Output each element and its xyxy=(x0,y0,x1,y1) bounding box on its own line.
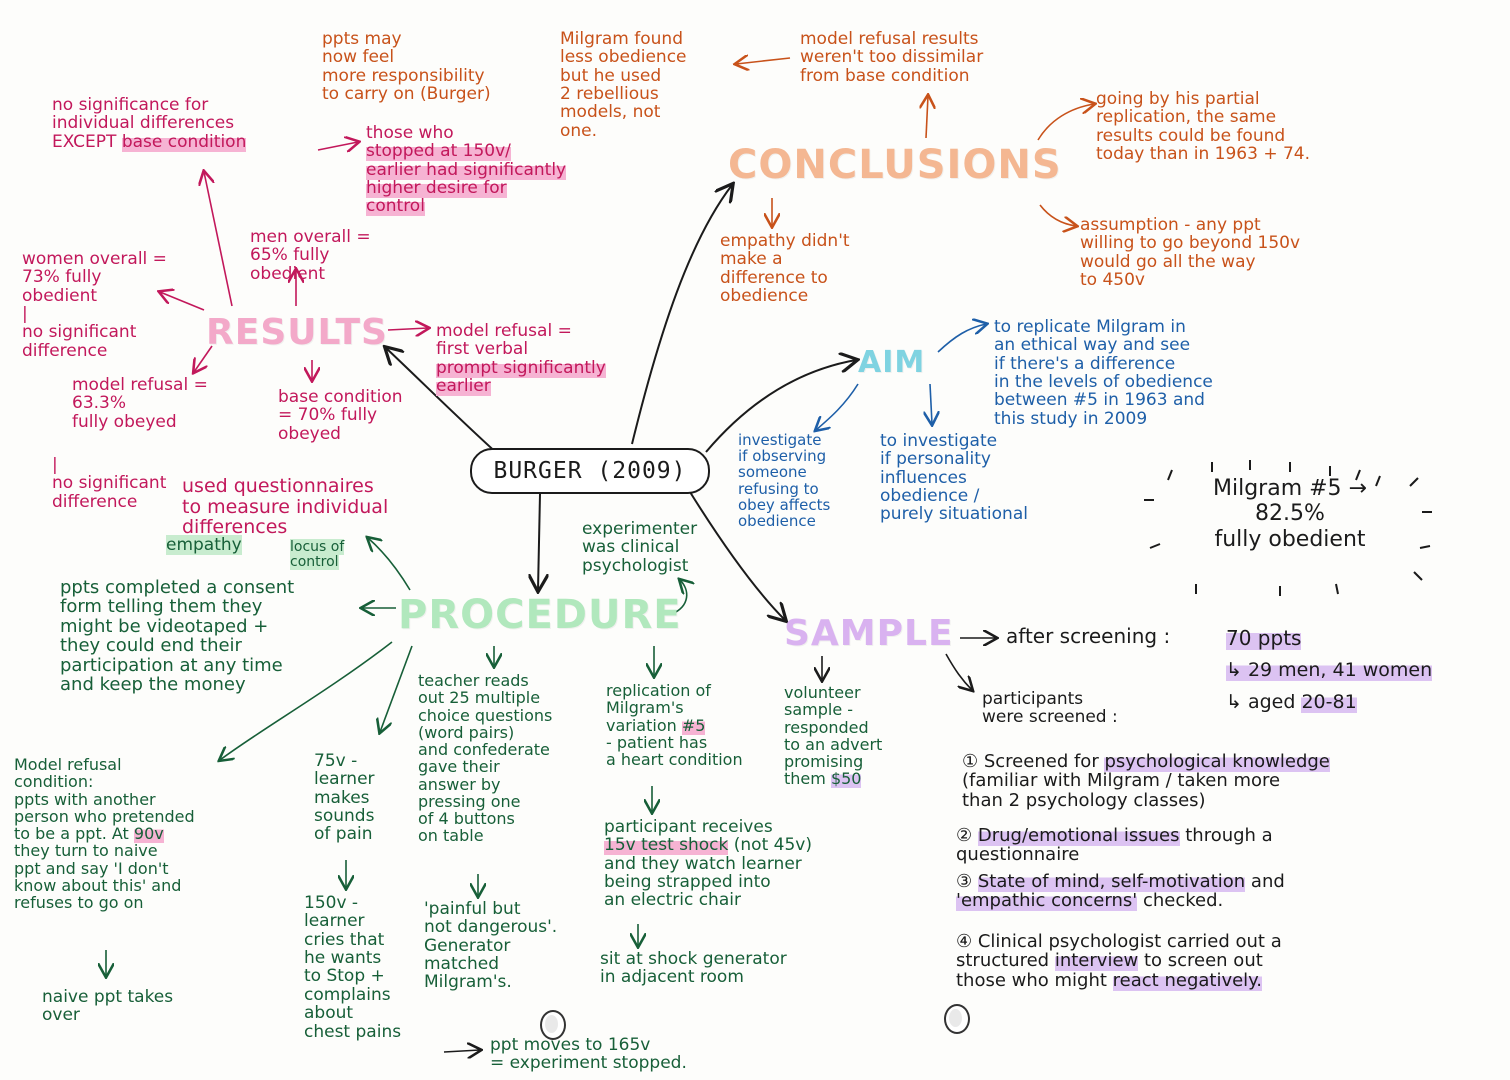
results-stopped-early-note: those who stopped at 150v/ earlier had s… xyxy=(366,123,567,217)
results-model-refusal-obeyed-note: model refusal = 63.3% fully obeyed xyxy=(72,375,208,432)
procedure-painful-generator-note: 'painful but not dangerous'. Generator m… xyxy=(424,899,558,993)
conclusion-responsibility-note: ppts may now feel more responsibility to… xyxy=(322,29,491,105)
proc-arrow-75v xyxy=(380,645,413,732)
procedure-heading: PROCEDURE xyxy=(398,592,682,638)
conclusion-assumption-note: assumption - any ppt willing to go beyon… xyxy=(1080,215,1301,291)
results-men-note: men overall = 65% fully obedient xyxy=(250,227,371,284)
sample-age-range: ↳ aged 20-81 xyxy=(1226,691,1357,713)
aim-observe-refusing-note: investigate if observing someone refusin… xyxy=(738,431,831,530)
sample-screening-step-3: ③ State of mind, self-motivation and 'em… xyxy=(956,871,1285,912)
results-first-verbal-prompt-note: model refusal = first verbal prompt sign… xyxy=(436,321,606,397)
results-arrow-nosig xyxy=(204,172,233,307)
procedure-75v-note: 75v - learner makes sounds of pain xyxy=(314,751,375,845)
procedure-shock-generator-note: sit at shock generator in adjacent room xyxy=(600,949,787,988)
sample-participants-screened-label: participants were screened : xyxy=(982,689,1118,728)
results-questionnaires-note: used questionnaires to measure individua… xyxy=(182,475,389,539)
results-no-significant-difference-note: | no significant difference xyxy=(52,455,167,512)
sample-screening-step-2: ② Drug/emotional issues through a questi… xyxy=(956,825,1273,866)
sample-volunteer-note: volunteer sample - responded to an adver… xyxy=(784,683,883,789)
results-arrow-model-first xyxy=(387,328,428,330)
results-arrow-stopped xyxy=(317,142,358,150)
punch-hole-right xyxy=(944,1004,970,1034)
proc-arrow-stopped xyxy=(443,1050,480,1052)
results-base-condition-note: base condition = 70% fully obeyed xyxy=(278,387,403,444)
aim-personality-note: to investigate if personality influences… xyxy=(880,431,1028,525)
procedure-experiment-stopped-note: ppt moves to 165v = experiment stopped. xyxy=(490,1035,687,1074)
conclusion-partial-replication-note: going by his partial replication, the sa… xyxy=(1096,89,1311,165)
procedure-teacher-reads-note: teacher reads out 25 multiple choice que… xyxy=(418,671,553,846)
conclusion-model-refusal-note: model refusal results weren't too dissim… xyxy=(800,29,984,86)
procedure-naive-takes-over-note: naive ppt takes over xyxy=(42,987,174,1026)
central-topic-node: BURGER (2009) xyxy=(470,448,710,494)
conclusions-arrow-partial xyxy=(1037,104,1094,141)
results-heading: RESULTS xyxy=(206,312,388,353)
sample-after-screening-label: after screening : xyxy=(1006,624,1171,648)
proc-arrow-questionnaire xyxy=(368,538,411,591)
procedure-participant-receives-note: participant receives 15v test shock (not… xyxy=(604,817,812,911)
sample-arrow-screened xyxy=(945,653,972,690)
branch-to-procedure xyxy=(538,493,540,590)
branch-to-conclusions xyxy=(631,185,732,445)
conclusions-arrow-assumption xyxy=(1039,204,1076,226)
procedure-replication-note: replication of Milgram's variation #5 - … xyxy=(606,681,743,770)
procedure-model-refusal-note: Model refusal condition: ppts with anoth… xyxy=(14,755,195,913)
sample-ppts-count: 70 ppts xyxy=(1226,626,1302,650)
sample-screening-step-4: ④ Clinical psychologist carried out a st… xyxy=(956,931,1282,991)
milgram-comparison-note: Milgram #5 → 82.5% fully obedient xyxy=(1213,476,1367,552)
sample-heading: SAMPLE xyxy=(784,613,954,654)
procedure-150v-note: 150v - learner cries that he wants to St… xyxy=(304,893,402,1042)
punch-hole-left xyxy=(540,1010,566,1040)
procedure-clinical-psychologist-note: experimenter was clinical psychologist xyxy=(582,519,698,576)
conclusion-empathy-note: empathy didn't make a difference to obed… xyxy=(720,231,850,307)
aim-heading: AIM xyxy=(858,345,926,380)
sample-screening-step-1: ① Screened for psychological knowledge (… xyxy=(962,751,1330,811)
conclusion-milgram-less-obedience-note: Milgram found less obedience but he used… xyxy=(560,29,687,141)
aim-arrow-observe xyxy=(816,383,859,430)
results-empathy-label: empathy xyxy=(166,535,242,555)
conclusions-arrow-milgram xyxy=(736,58,791,64)
results-women-note: women overall = 73% fully obedient | no … xyxy=(22,249,167,361)
results-no-significance-note: no significance for individual differenc… xyxy=(52,95,247,152)
aim-main-note: to replicate Milgram in an ethical way a… xyxy=(994,317,1213,429)
conclusions-heading: CONCLUSIONS xyxy=(728,142,1062,188)
results-locus-of-control-label: locus of control xyxy=(290,539,345,571)
procedure-consent-note: ppts completed a consent form telling th… xyxy=(60,577,295,696)
aim-arrow-personality xyxy=(930,383,932,424)
conclusions-arrow-model xyxy=(926,96,928,139)
sample-gender-split: ↳ 29 men, 41 women xyxy=(1226,659,1433,681)
aim-arrow-replicate xyxy=(937,324,986,353)
central-topic-title: BURGER (2009) xyxy=(493,458,687,484)
